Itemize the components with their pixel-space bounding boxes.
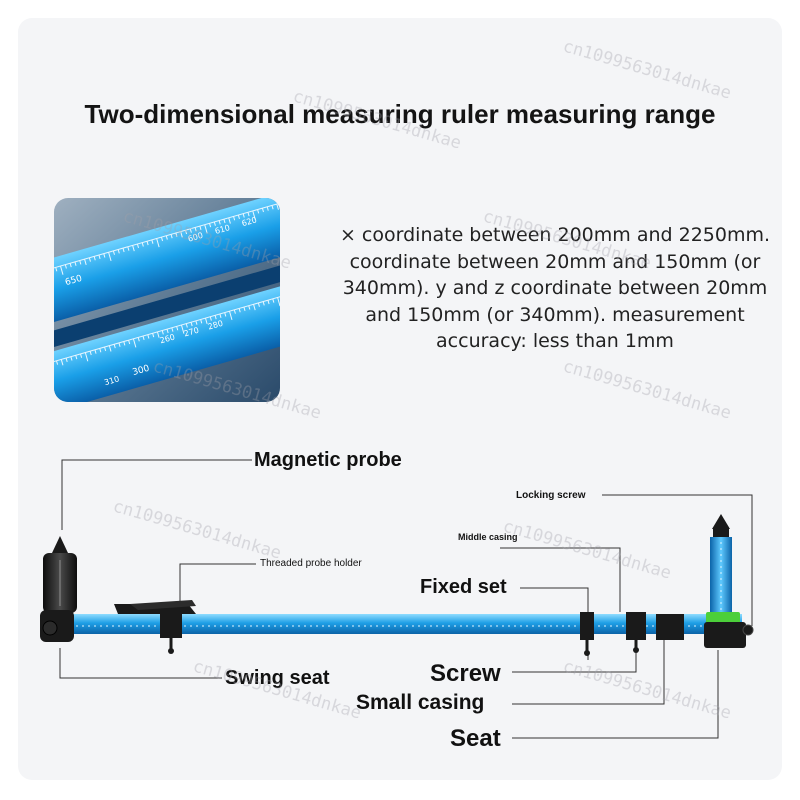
page-title: Two-dimensional measuring ruler measurin…: [84, 99, 716, 129]
scale-number: 300: [131, 364, 151, 378]
ruler-closeup-photo: 650 660 600 610 620 300 310 270 260 280: [54, 198, 280, 402]
label-small-casing: Small casing: [356, 691, 485, 714]
scale-number: 310: [103, 374, 120, 387]
label-magnetic-probe: Magnetic probe: [254, 449, 402, 471]
label-locking-screw: Locking screw: [516, 490, 586, 501]
label-fixed-set: Fixed set: [420, 576, 507, 598]
scale-number: 280: [207, 319, 224, 332]
label-seat: Seat: [450, 725, 501, 752]
scale-number: 610: [214, 223, 231, 236]
scale-number: 600: [187, 231, 204, 244]
range-description: × coordinate between 200mm and 2250mm. c…: [339, 224, 771, 352]
scale-number: 650: [64, 274, 84, 288]
ruler-closeup-image: 650 660 600 610 620 300 310 270 260 280: [54, 198, 280, 402]
scale-number: 270: [183, 326, 200, 339]
label-swing-seat: Swing seat: [225, 667, 330, 689]
scale-number: 260: [159, 332, 176, 345]
scale-number: 620: [241, 215, 258, 228]
label-screw: Screw: [430, 660, 501, 687]
label-threaded-probe-holder: Threaded probe holder: [260, 558, 362, 569]
label-middle-casing: Middle casing: [458, 532, 518, 542]
